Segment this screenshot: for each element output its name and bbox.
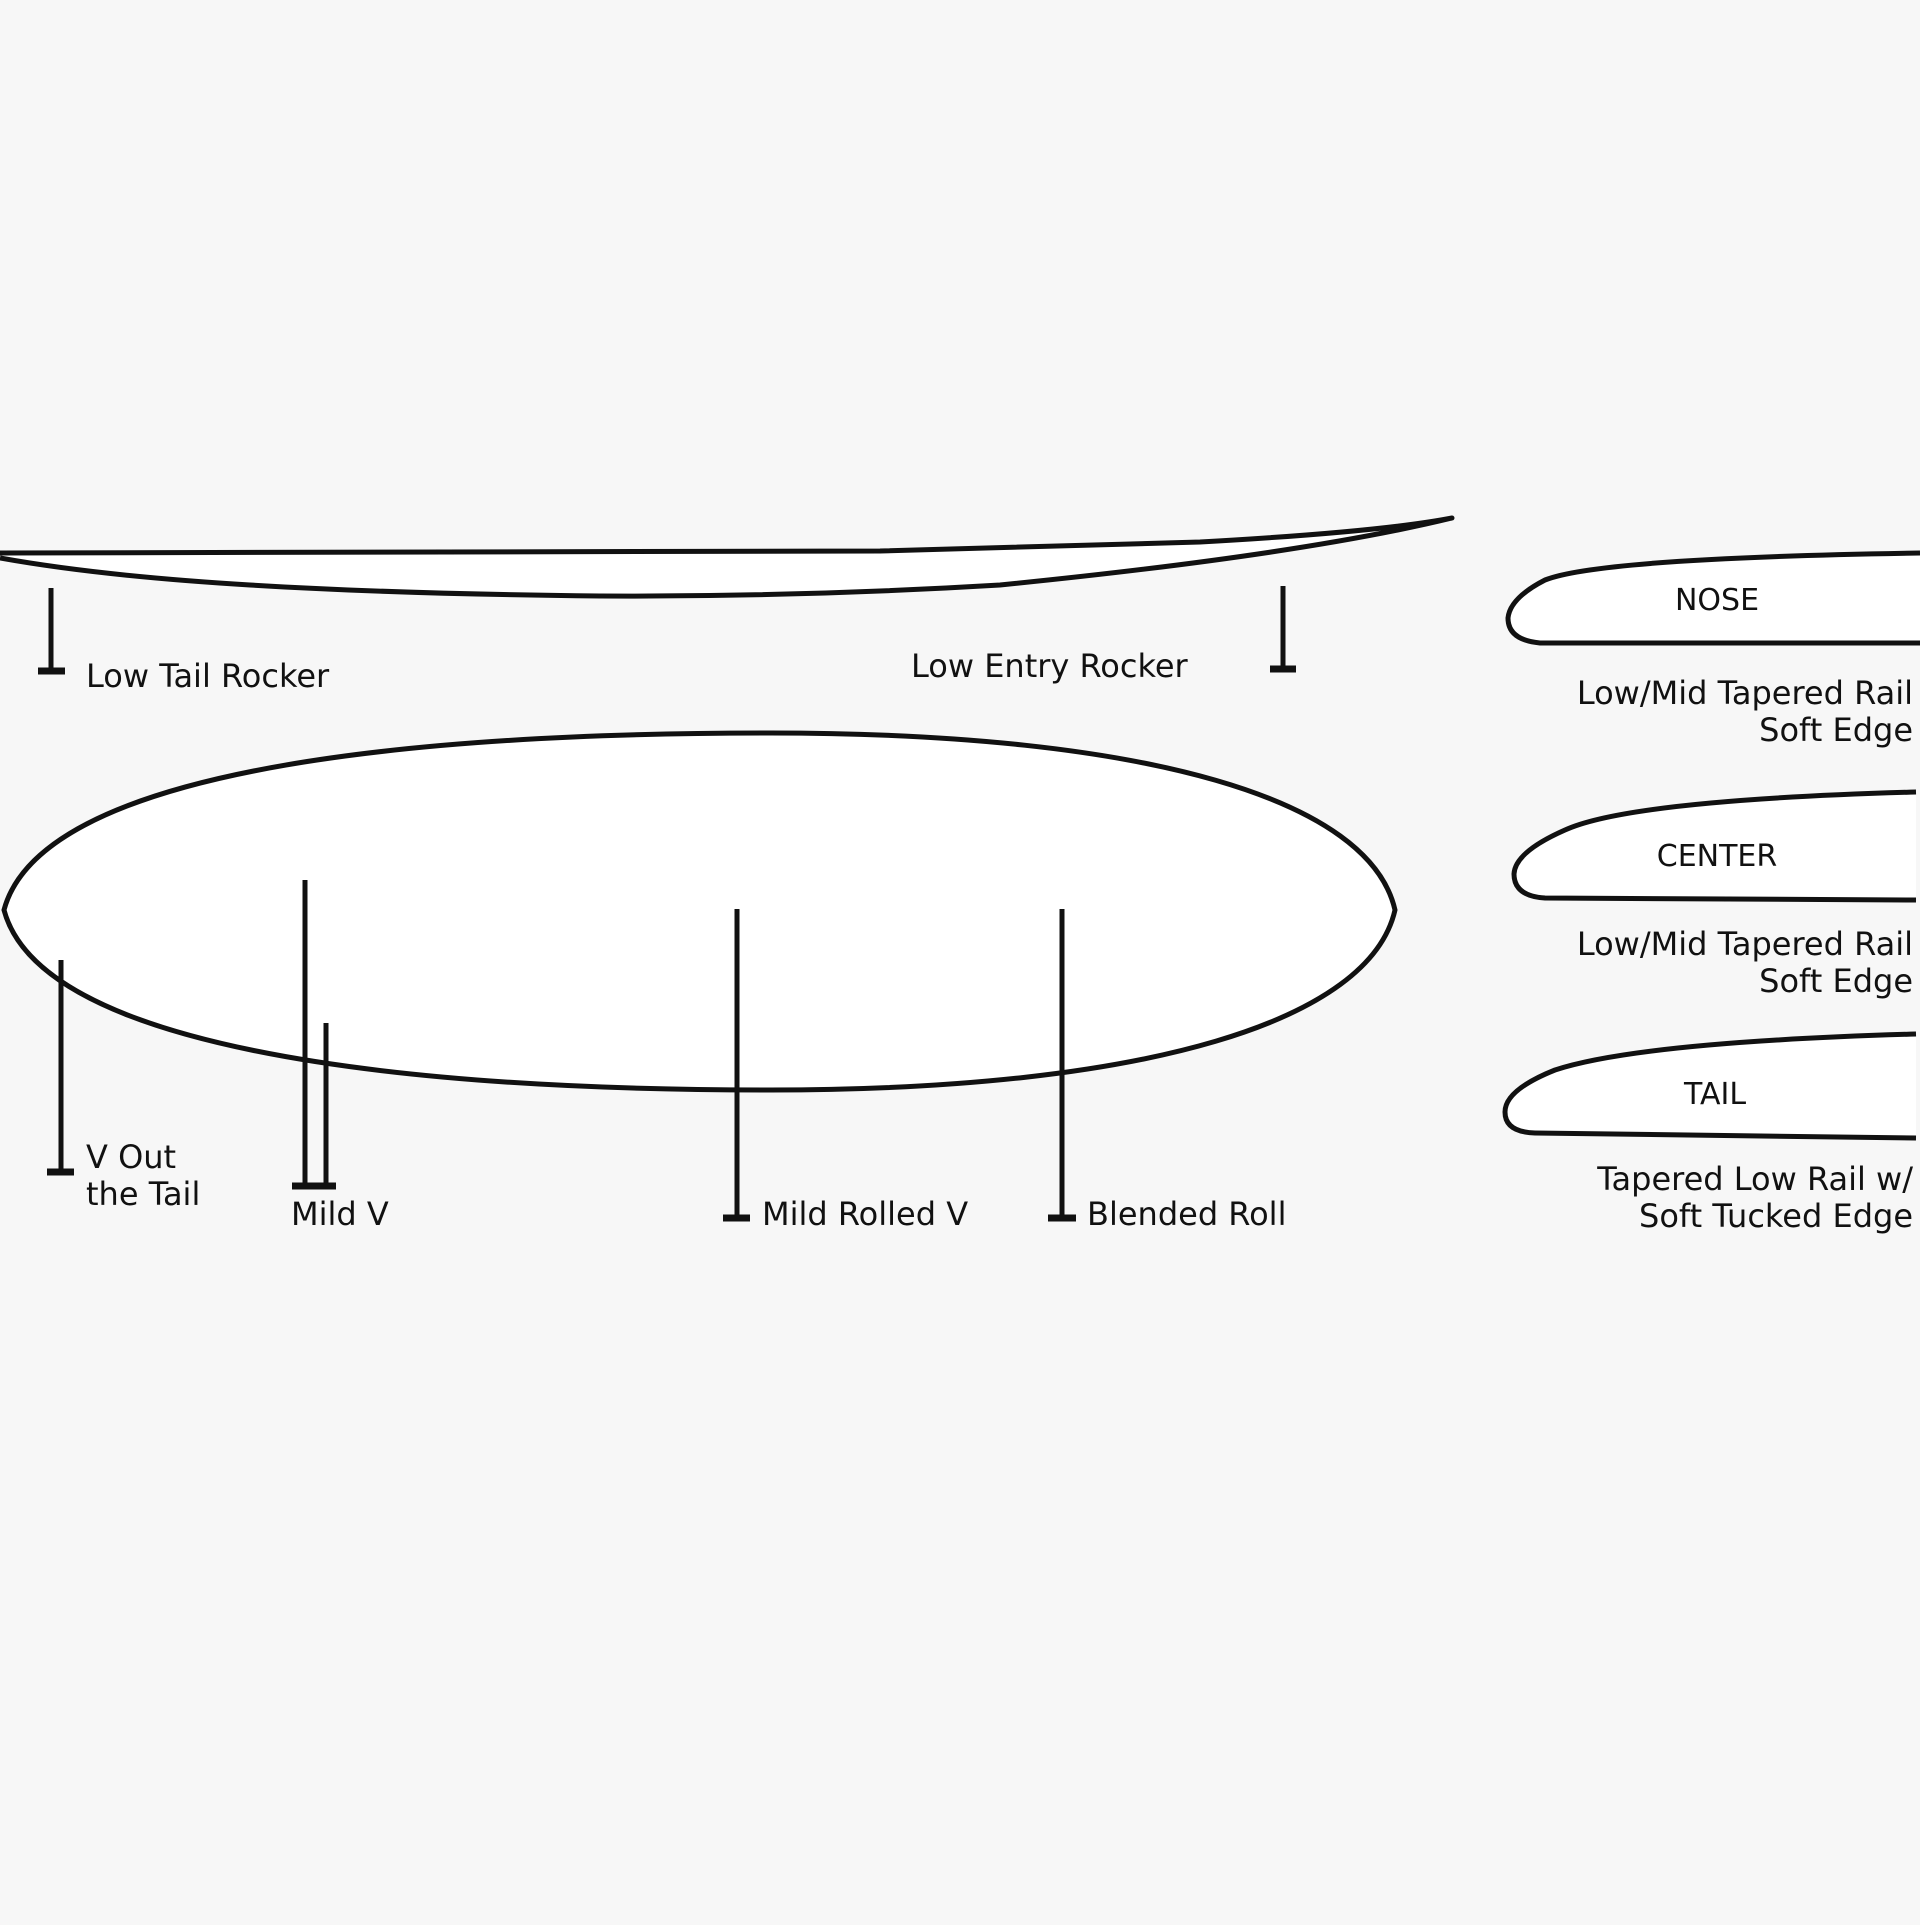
tail-rail-desc-line1: Tapered Low Rail w/: [1596, 1160, 1913, 1198]
mild-v-label: Mild V: [291, 1195, 389, 1233]
nose-rail-desc-line2: Soft Edge: [1759, 711, 1913, 749]
center-rail-title: CENTER: [1657, 839, 1777, 874]
tail-rail-profile: [1502, 1031, 1917, 1141]
nose-rail-profile: [1505, 550, 1920, 646]
v-out-tail-label-line1: V Out: [86, 1138, 176, 1176]
bottom-outline: [1, 730, 1398, 1093]
center-rail-desc-line2: Soft Edge: [1759, 962, 1913, 1000]
center-rail-desc-line1: Low/Mid Tapered Rail: [1577, 925, 1913, 963]
v-out-tail-label-line2: the Tail: [86, 1175, 200, 1213]
tail-rocker-label: Low Tail Rocker: [86, 657, 330, 695]
blended-roll-label: Blended Roll: [1087, 1195, 1286, 1233]
tail-rail-title: TAIL: [1683, 1077, 1746, 1112]
rocker-profile-outline: [0, 515, 1455, 599]
nose-rail-title: NOSE: [1675, 583, 1759, 618]
mild-rolled-v-label: Mild Rolled V: [762, 1195, 968, 1233]
nose-rail-desc-line1: Low/Mid Tapered Rail: [1577, 674, 1913, 712]
tail-rail-desc-line2: Soft Tucked Edge: [1639, 1197, 1913, 1235]
center-rail-profile: [1511, 789, 1917, 903]
entry-rocker-label: Low Entry Rocker: [911, 647, 1189, 685]
